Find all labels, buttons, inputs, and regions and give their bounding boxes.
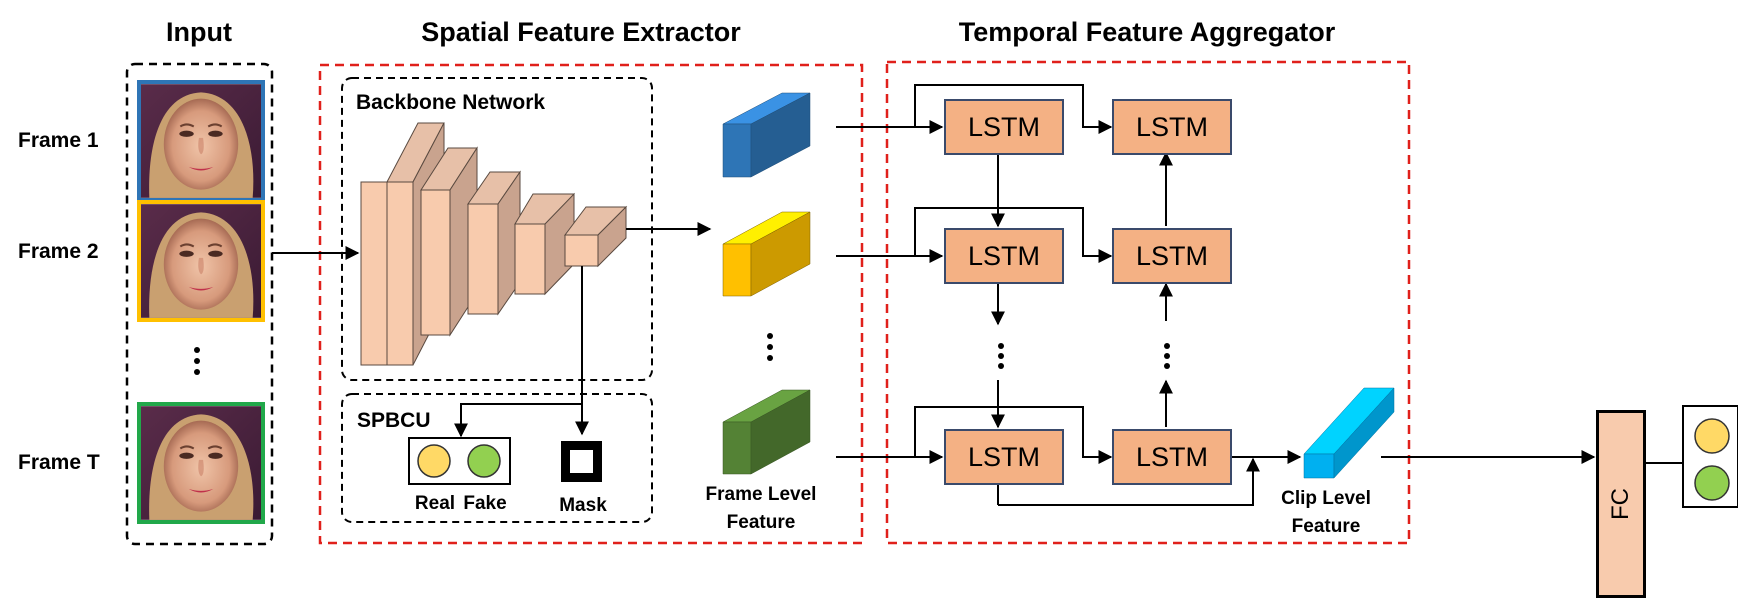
frame-level-feature-line2: Feature: [726, 512, 796, 533]
frame-feature-1: [722, 92, 811, 178]
backbone-layer-3: [467, 170, 521, 316]
frame-feature-t: [722, 389, 811, 475]
spbcu-label: SPBCU: [357, 409, 431, 432]
spbcu-container: [341, 393, 653, 523]
frame-1-image: [137, 80, 265, 202]
spatial-extractor-header: Spatial Feature Extractor: [421, 17, 741, 47]
temporal-aggregator-header: Temporal Feature Aggregator: [958, 17, 1336, 47]
frame-1-label: Frame 1: [18, 129, 99, 152]
temporal-aggregator-container: [885, 60, 1411, 545]
real-label: Real: [414, 493, 456, 514]
clip-level-feature-label: Clip Level Feature: [1281, 485, 1371, 541]
mask-label: Mask: [559, 495, 607, 516]
lstm-left-ellipsis: [998, 343, 1004, 369]
fake-indicator: [467, 444, 501, 478]
frame-level-feature-label: Frame Level Feature: [706, 481, 817, 537]
lstm-cell-forward-t: LSTM: [944, 429, 1064, 485]
frame-t-label: Frame T: [18, 451, 100, 474]
backbone-layers: [360, 122, 628, 366]
clip-level-feature-line1: Clip Level: [1281, 488, 1371, 509]
fake-label: Fake: [463, 493, 507, 514]
frame-t-image: [137, 402, 265, 524]
lstm-cell-forward-2: LSTM: [944, 228, 1064, 284]
backbone-layer-4: [514, 192, 575, 296]
frame-2-image: [137, 200, 265, 322]
frame-feature-2: [722, 211, 811, 297]
lstm-cell-backward-1: LSTM: [1112, 99, 1232, 155]
clip-level-feature: [1303, 387, 1395, 479]
clip-level-feature-line2: Feature: [1291, 516, 1361, 537]
frame-level-feature-line1: Frame Level: [705, 484, 817, 505]
fc-label: FC: [1607, 488, 1634, 520]
real-indicator: [417, 444, 451, 478]
output-real-indicator: [1694, 418, 1730, 454]
features-ellipsis: [767, 333, 773, 361]
lstm-cell-backward-2: LSTM: [1112, 228, 1232, 284]
frame-2-label: Frame 2: [18, 240, 99, 263]
fc-layer: FC: [1596, 410, 1646, 598]
lstm-right-ellipsis: [1164, 343, 1170, 369]
lstm-cell-forward-1: LSTM: [944, 99, 1064, 155]
input-header: Input: [166, 17, 232, 47]
spatial-extractor-container: [318, 63, 864, 545]
frames-ellipsis: [194, 347, 200, 375]
spbcu-branch-arrows: [454, 266, 589, 438]
output-fake-indicator: [1694, 465, 1730, 501]
lstm-connection-arrows: [836, 84, 1302, 506]
backbone-layer-5: [564, 205, 628, 268]
backbone-network-label: Backbone Network: [356, 91, 546, 114]
lstm-cell-backward-t: LSTM: [1112, 429, 1232, 485]
